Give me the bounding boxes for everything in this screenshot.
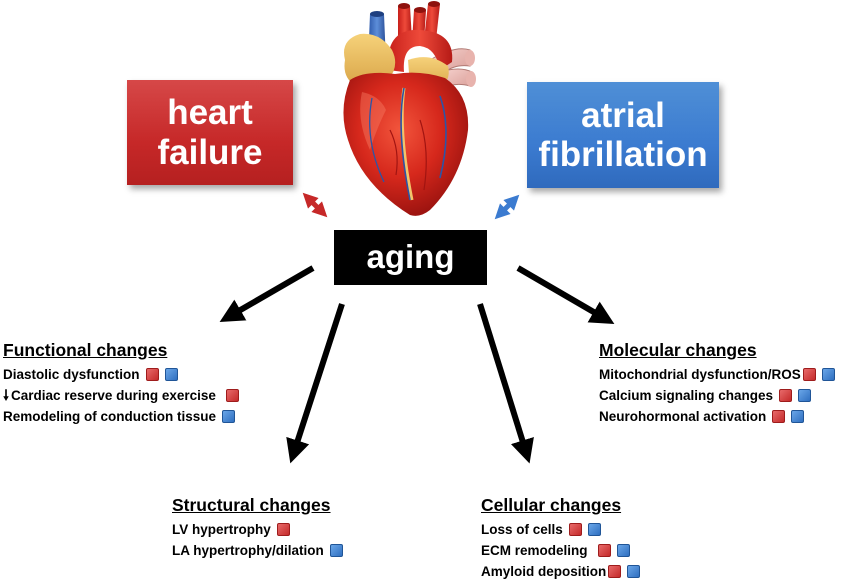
molecular-changes-title: Molecular changes (599, 340, 757, 360)
item-label: LA hypertrophy/dilation (172, 543, 324, 558)
list-item: 🠗 Cardiac reserve during exercise (3, 385, 239, 406)
atrial-fibrillation-marker-icon (791, 410, 805, 423)
heart-failure-marker-icon (597, 544, 611, 557)
heart-failure-marker-icon (225, 389, 239, 402)
list-item: Remodeling of conduction tissue (3, 406, 239, 427)
atrial-fibrillation-marker-icon (329, 544, 343, 557)
arrow-to-structural (286, 303, 345, 464)
cellular-changes-title: Cellular changes (481, 495, 622, 515)
arrow-to-functional (219, 265, 315, 323)
item-label: Amyloid deposition (481, 564, 607, 579)
heart-failure-marker-icon (276, 523, 290, 536)
list-item: Calcium signaling changes (599, 385, 835, 406)
item-label: Diastolic dysfunction (3, 367, 140, 382)
atrial-fibrillation-marker-icon (164, 368, 178, 381)
item-label: LV hypertrophy (172, 522, 271, 537)
heart-failure-marker-icon (802, 368, 816, 381)
atrial-fibrillation-marker-icon (222, 410, 236, 423)
structural-changes-title: Structural changes (172, 495, 331, 515)
list-item: Loss of cells (481, 519, 640, 540)
list-item: ECM remodeling (481, 540, 640, 561)
item-label: Neurohormonal activation (599, 409, 767, 424)
atrial-fibrillation-label-line1: atrial (581, 95, 665, 135)
functional-changes-group: Functional changes Diastolic dysfunction… (3, 340, 239, 427)
aging-box: aging (334, 230, 487, 285)
item-label: Remodeling of conduction tissue (3, 409, 217, 424)
arrow-to-molecular (516, 265, 615, 325)
atrial-fibrillation-marker-icon (798, 389, 812, 402)
cellular-changes-group: Cellular changes Loss of cells ECM remod… (481, 495, 641, 582)
item-label: Loss of cells (481, 522, 563, 537)
list-item: LV hypertrophy (172, 519, 343, 540)
atrial-fibrillation-marker-icon (587, 523, 601, 536)
heart-failure-marker-icon (608, 565, 622, 578)
heart-failure-box: heart failure (127, 80, 293, 185)
af-aging-double-arrow (494, 194, 520, 220)
list-item: Diastolic dysfunction (3, 364, 239, 385)
heart-failure-marker-icon (779, 389, 793, 402)
atrial-fibrillation-label-line2: fibrillation (538, 135, 708, 174)
atrial-fibrillation-marker-icon (627, 565, 641, 578)
atrial-fibrillation-marker-icon (821, 368, 835, 381)
structural-changes-group: Structural changes LV hypertrophy LA hyp… (172, 495, 343, 561)
hf-aging-double-arrow (302, 192, 328, 218)
list-item: Amyloid deposition (481, 561, 641, 582)
list-item: LA hypertrophy/dilation (172, 540, 343, 561)
item-label: ECM remodeling (481, 543, 588, 558)
down-arrow-icon: 🠗 (3, 387, 10, 403)
molecular-changes-group: Molecular changes Mitochondrial dysfunct… (599, 340, 835, 427)
atrial-fibrillation-box: atrial fibrillation (527, 82, 719, 188)
aging-label: aging (366, 238, 455, 276)
arrow-to-cellular (477, 303, 534, 464)
list-item: Mitochondrial dysfunction/ROS (599, 364, 835, 385)
item-label: Cardiac reserve during exercise (11, 388, 216, 403)
list-item: Neurohormonal activation (599, 406, 835, 427)
heart-failure-marker-icon (145, 368, 159, 381)
heart-failure-marker-icon (568, 523, 582, 536)
heart-failure-marker-icon (772, 410, 786, 423)
heart-failure-label-line1: heart (167, 93, 253, 133)
item-label: Mitochondrial dysfunction/ROS (599, 367, 801, 382)
item-label: Calcium signaling changes (599, 388, 774, 403)
functional-changes-title: Functional changes (3, 340, 168, 360)
heart-failure-label-line2: failure (157, 132, 263, 172)
atrial-fibrillation-marker-icon (616, 544, 630, 557)
